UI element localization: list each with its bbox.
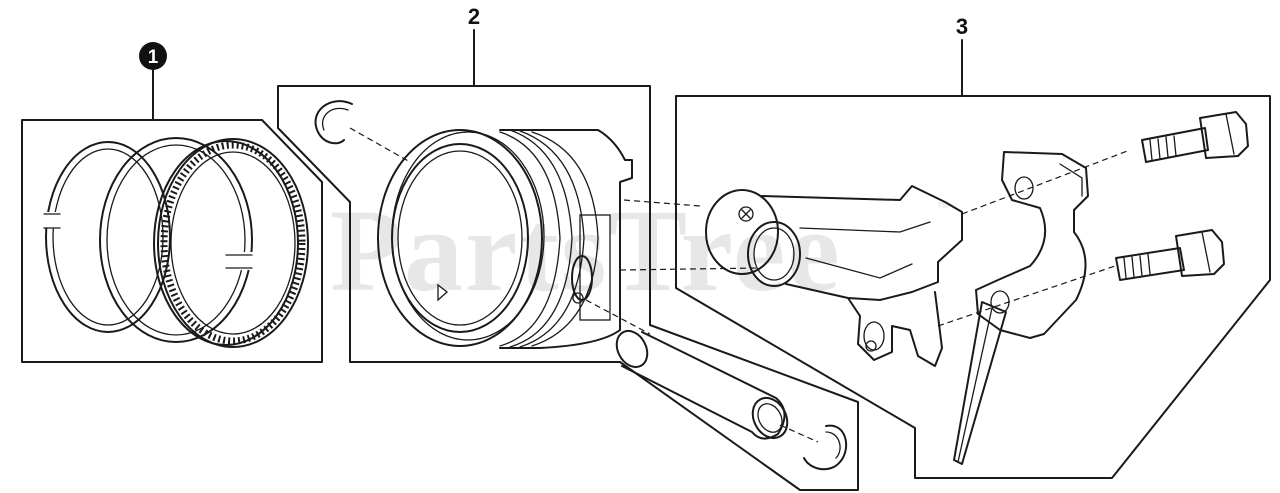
piston-assembly-outline bbox=[277, 85, 859, 491]
connecting-rod-outline bbox=[675, 95, 1271, 479]
oil-control-ring bbox=[153, 138, 309, 348]
piston-pin bbox=[615, 329, 789, 440]
piston-pin-clip-lower bbox=[803, 424, 848, 471]
piston-pin-clip-upper bbox=[314, 100, 353, 145]
callout-3-number: 3 bbox=[956, 14, 968, 39]
callout-1-number: 1 bbox=[148, 47, 159, 68]
top-compression-ring bbox=[40, 141, 171, 333]
callout-2-number: 2 bbox=[468, 4, 480, 29]
connecting-rod-bolt-upper bbox=[1141, 111, 1249, 163]
callout-1: 1 bbox=[139, 42, 167, 70]
second-compression-ring bbox=[99, 137, 256, 343]
piston-ring-set[interactable]: 1 bbox=[21, 42, 323, 363]
connecting-rod-cap bbox=[975, 151, 1089, 339]
connecting-rod-bolt-lower bbox=[1115, 229, 1225, 281]
piston bbox=[377, 129, 633, 349]
piston-assembly[interactable]: 2 bbox=[277, 4, 859, 491]
ring-set-outline bbox=[21, 119, 323, 363]
connecting-rod bbox=[705, 185, 963, 367]
oil-dipper bbox=[953, 301, 1007, 465]
connecting-rod-assembly[interactable]: 3 bbox=[675, 14, 1271, 479]
